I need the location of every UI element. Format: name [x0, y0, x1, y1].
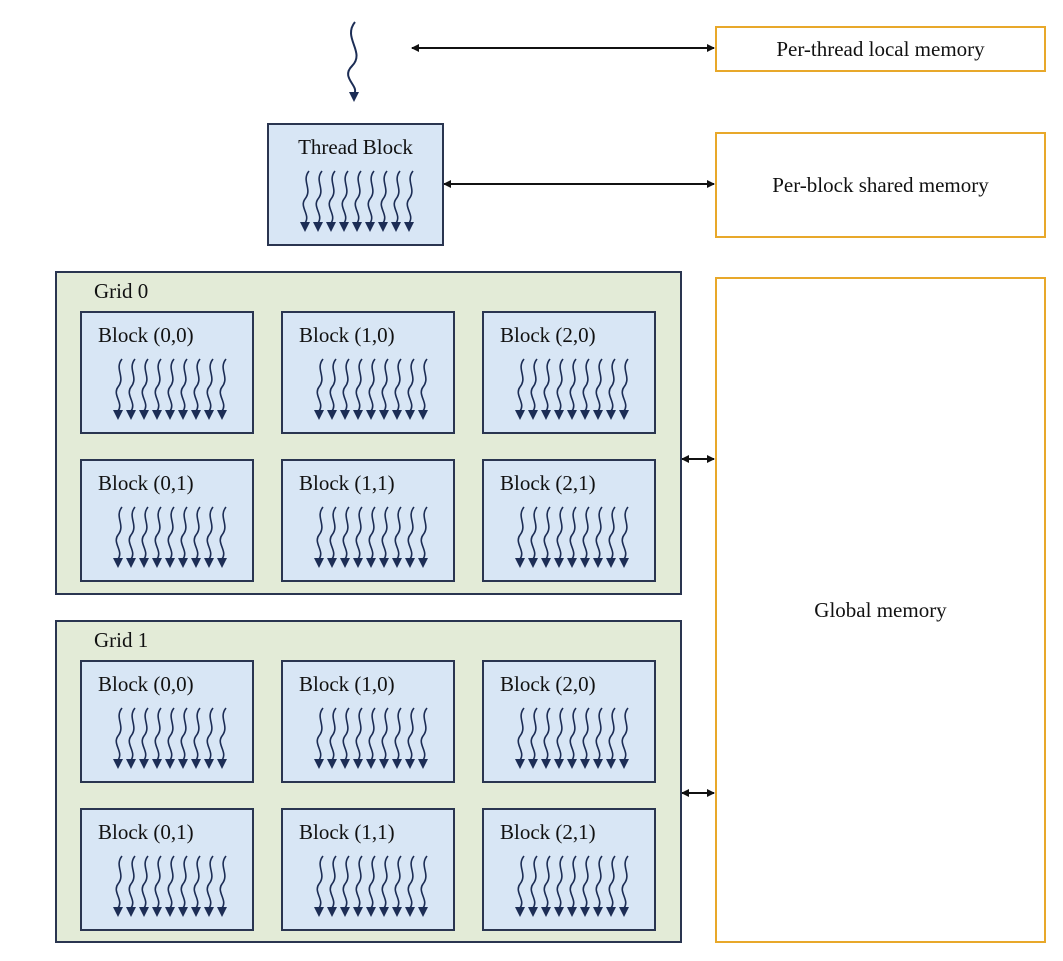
block-label: Block (2,0) — [500, 323, 596, 347]
block-label: Block (2,0) — [500, 672, 596, 696]
grid0-block: Block (2,1) — [482, 459, 656, 582]
grid0-block: Block (1,1) — [281, 459, 455, 582]
global-memory-label: Global memory — [814, 597, 947, 622]
grid-label: Grid 1 — [94, 628, 149, 652]
thread-bundle-icon — [297, 169, 417, 240]
grid0-block: Block (1,0) — [281, 311, 455, 434]
thread-bundle-icon — [311, 706, 431, 777]
local-memory-box: Per-thread local memory — [715, 26, 1046, 72]
thread-block-label: Thread Block — [298, 135, 413, 159]
shared-memory-box: Per-block shared memory — [715, 132, 1046, 238]
thread-bundle-icon — [512, 854, 632, 925]
thread-bundle-icon — [110, 706, 230, 777]
shared-memory-label: Per-block shared memory — [772, 172, 989, 197]
grid0-block: Block (0,1) — [80, 459, 254, 582]
global-memory-box: Global memory — [715, 277, 1046, 943]
grid1-block: Block (0,1) — [80, 808, 254, 931]
thread-bundle-icon — [110, 854, 230, 925]
thread-bundle-icon — [311, 357, 431, 428]
single-thread-icon — [347, 21, 359, 102]
thread-bundle-icon — [512, 505, 632, 576]
grid-label: Grid 0 — [94, 279, 149, 303]
thread-bundle-icon — [512, 706, 632, 777]
grid1-block: Block (1,1) — [281, 808, 455, 931]
block-label: Block (1,1) — [299, 820, 395, 844]
grid1-block: Block (2,0) — [482, 660, 656, 783]
local-memory-label: Per-thread local memory — [776, 36, 985, 61]
grid-0: Grid 0 Block (0,0) Block (1,0) Block (2,… — [55, 271, 682, 595]
block-label: Block (0,0) — [98, 323, 194, 347]
thread-bundle-icon — [512, 357, 632, 428]
thread-bundle-icon — [110, 505, 230, 576]
block-label: Block (0,1) — [98, 820, 194, 844]
block-label: Block (0,0) — [98, 672, 194, 696]
grid1-block: Block (1,0) — [281, 660, 455, 783]
grid-1: Grid 1 Block (0,0) Block (1,0) Block (2,… — [55, 620, 682, 943]
block-label: Block (2,1) — [500, 471, 596, 495]
block-label: Block (1,0) — [299, 672, 395, 696]
grid1-block: Block (2,1) — [482, 808, 656, 931]
block-label: Block (1,1) — [299, 471, 395, 495]
grid1-block: Block (0,0) — [80, 660, 254, 783]
grid0-block: Block (2,0) — [482, 311, 656, 434]
grid0-block: Block (0,0) — [80, 311, 254, 434]
thread-bundle-icon — [311, 505, 431, 576]
thread-block: Thread Block — [267, 123, 444, 246]
thread-bundle-icon — [110, 357, 230, 428]
block-label: Block (2,1) — [500, 820, 596, 844]
block-label: Block (1,0) — [299, 323, 395, 347]
thread-bundle-icon — [311, 854, 431, 925]
block-label: Block (0,1) — [98, 471, 194, 495]
